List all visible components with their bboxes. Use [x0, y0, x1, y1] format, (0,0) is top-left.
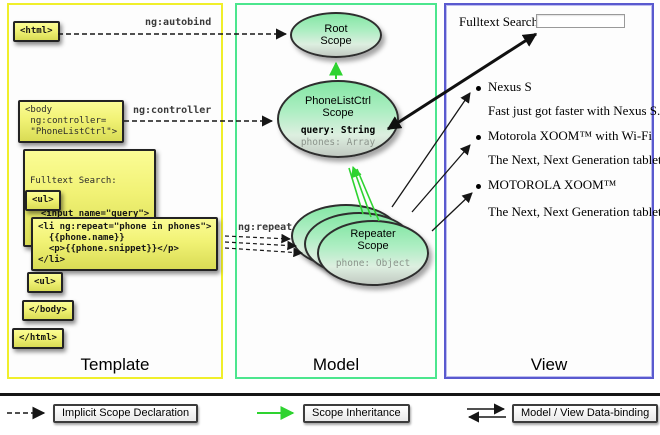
phone-item-desc: Fast just got faster with Nexus S.	[488, 103, 660, 118]
query-input-code: <input name="query">	[30, 209, 150, 219]
body-open-tag-box: <body ng:controller= "PhoneListCtrl">	[18, 100, 125, 143]
repeater-scope-ellipse: Repeater Scope phone: Object	[317, 220, 429, 286]
root-scope-ellipse: Root Scope	[290, 12, 382, 58]
bullet-icon	[476, 184, 481, 189]
ng-autobind-label: ng:autobind	[145, 17, 212, 28]
phonelistctrl-scope-title: PhoneListCtrl Scope	[304, 95, 372, 119]
fulltext-search-input[interactable]	[536, 14, 625, 28]
li-repeat-code-box: <li ng:repeat="phone in phones"> {{phone…	[31, 217, 219, 271]
ul-close-tag-box: <ul>	[27, 272, 63, 293]
legend-scope-inheritance: Scope Inheritance	[303, 404, 410, 423]
body-close-tag-box: </body>	[22, 300, 74, 321]
ng-repeat-label: ng:repeat	[238, 222, 293, 233]
template-column-label: Template	[80, 355, 150, 374]
legend-separator	[0, 393, 660, 396]
legend-model-view-binding: Model / View Data-binding	[512, 404, 659, 423]
phone-property: phone: Object	[335, 258, 411, 269]
phone-item-desc: The Next, Next Generation tablet.	[488, 152, 660, 167]
phones-property: phones: Array	[300, 137, 376, 148]
phone-item-desc: The Next, Next Generation tablet.	[488, 204, 660, 219]
fulltext-template-label: Fulltext Search:	[30, 176, 117, 186]
bullet-icon	[476, 135, 481, 140]
root-scope-title: Root Scope	[320, 23, 352, 47]
bullet-icon	[476, 86, 481, 91]
model-column: Model	[235, 3, 437, 379]
ng-controller-label: ng:controller	[133, 105, 212, 116]
phonelistctrl-scope-ellipse: PhoneListCtrl Scope query: String phones…	[277, 80, 399, 158]
phone-item-title: Motorola XOOM™ with Wi-Fi	[488, 128, 653, 143]
view-column-label: View	[530, 355, 568, 374]
legend-implicit-scope: Implicit Scope Declaration	[53, 404, 199, 423]
repeater-scope-title: Repeater Scope	[350, 228, 396, 252]
html-open-tag-box: <html>	[13, 21, 60, 42]
phone-item-title: MOTOROLA XOOM™	[488, 177, 617, 192]
query-property: query: String	[300, 125, 376, 136]
phone-item-title: Nexus S	[488, 79, 532, 94]
ul-open-tag-box: <ul>	[25, 190, 61, 211]
html-close-tag-box: </html>	[12, 328, 64, 349]
fulltext-search-label: Fulltext Search:	[459, 14, 542, 29]
model-column-label: Model	[312, 355, 360, 374]
